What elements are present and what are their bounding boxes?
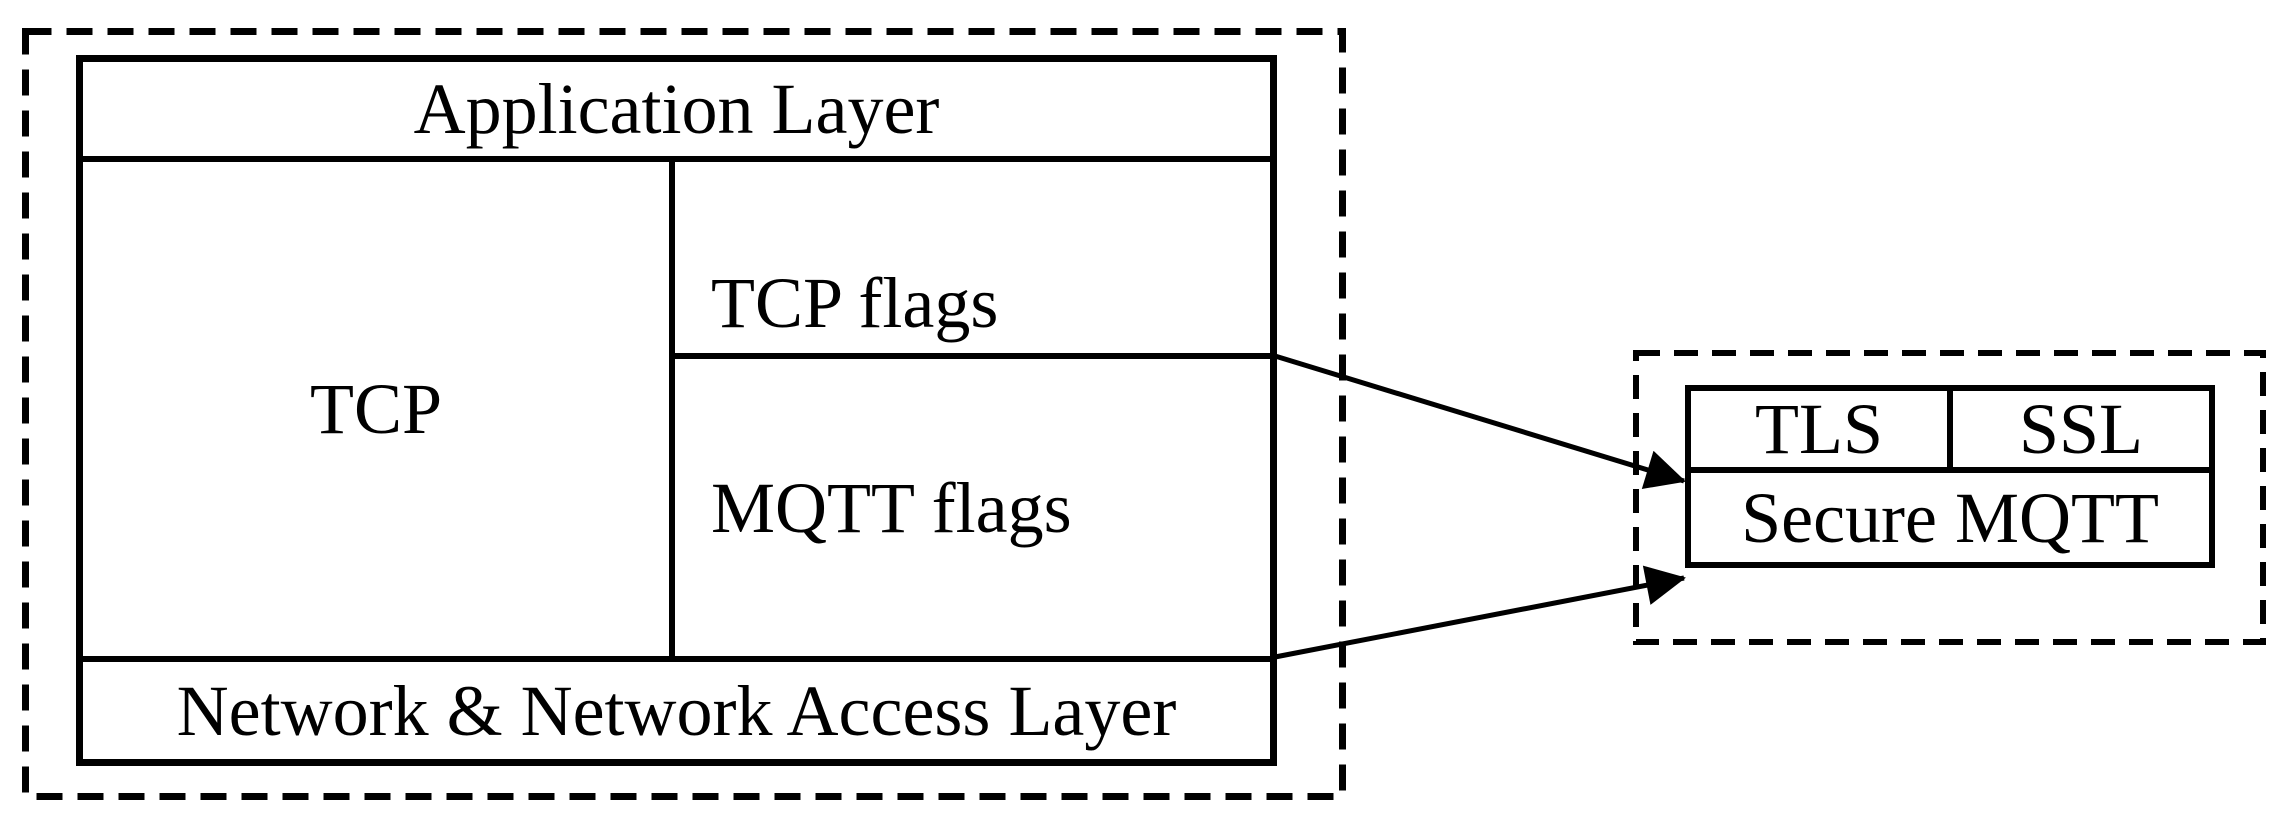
network-layer-cell: Network & Network Access Layer [83,662,1270,759]
flags-column: TCP flags MQTT flags [675,162,1270,656]
tls-ssl-row: TLS SSL [1691,391,2209,473]
secure-protocols-box: TLS SSL Secure MQTT [1685,385,2215,568]
right-dashed-container [1633,350,2266,645]
tcp-label: TCP [309,369,443,449]
tcp-cell: TCP [83,162,675,656]
mqtt-flags-cell: MQTT flags [675,359,1270,656]
ssl-label: SSL [2018,389,2144,469]
tls-cell: TLS [1691,391,1953,467]
arrow-mqtt-flags-to-secure-mqtt [1274,565,1686,660]
transport-section: TCP TCP flags MQTT flags [83,162,1270,662]
left-dashed-container [22,28,1346,800]
arrow-tcp-flags-to-secure-mqtt [1274,353,1686,490]
tcp-flags-label: TCP flags [711,263,999,343]
ssl-cell: SSL [1953,391,2209,467]
application-layer-label: Application Layer [413,69,940,149]
mqtt-flags-label: MQTT flags [711,467,1072,548]
secure-mqtt-label: Secure MQTT [1741,477,2159,558]
tls-label: TLS [1754,389,1883,469]
protocol-stack-box: Application Layer TCP TCP flags MQTT fla… [76,55,1277,766]
network-layer-label: Network & Network Access Layer [176,670,1177,751]
tcp-flags-cell: TCP flags [675,162,1270,359]
secure-mqtt-cell: Secure MQTT [1691,473,2209,562]
application-layer-cell: Application Layer [83,62,1270,162]
